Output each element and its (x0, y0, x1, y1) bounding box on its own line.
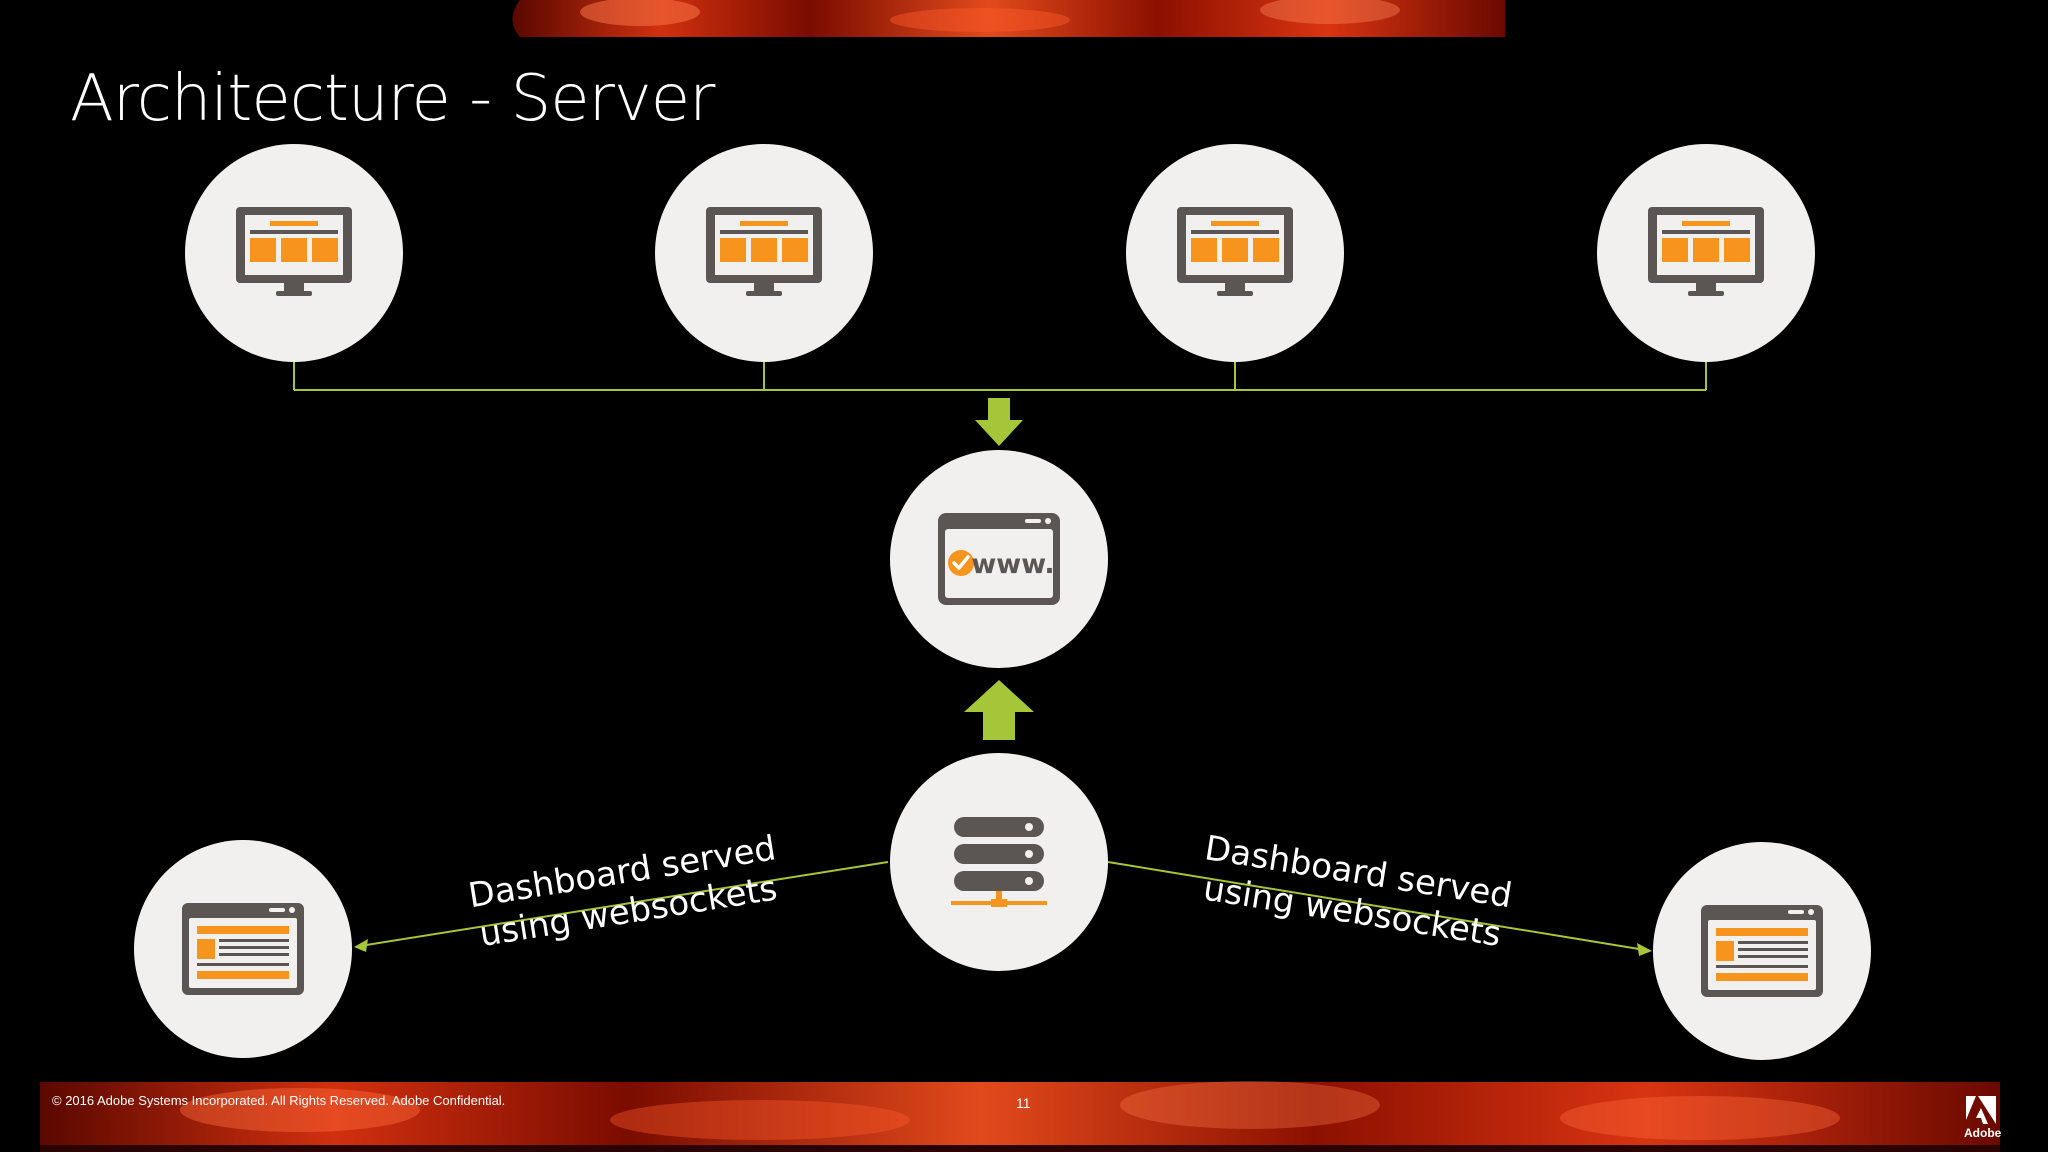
desktop-monitor-icon (706, 207, 822, 296)
footer-copyright: © 2016 Adobe Systems Incorporated. All R… (52, 1093, 506, 1108)
server-node (890, 753, 1108, 971)
clients-bus-connector (293, 352, 1707, 391)
browser-www-icon: www. (938, 513, 1060, 605)
server-stack-icon (951, 817, 1047, 907)
websocket-connector-left (354, 861, 889, 952)
client-node-1 (185, 144, 403, 362)
dashboard-window-icon (182, 903, 304, 995)
bottom-banner (40, 1081, 2000, 1152)
up-arrow (964, 680, 1034, 740)
down-arrow (975, 398, 1023, 446)
dashboard-left-node (134, 840, 352, 1058)
dashboard-right-node (1653, 842, 1871, 1060)
desktop-monitor-icon (1177, 207, 1293, 296)
dashboard-window-icon (1701, 905, 1823, 997)
adobe-wordmark: Adobe (1964, 1126, 2002, 1140)
slide-title: Architecture - Server (70, 62, 715, 136)
desktop-monitor-icon (236, 207, 352, 296)
adobe-logo (1966, 1096, 1996, 1124)
web-app-node: www. (890, 450, 1108, 668)
top-banner (512, 0, 1505, 37)
client-node-2 (655, 144, 873, 362)
desktop-monitor-icon (1648, 207, 1764, 296)
page-number: 11 (1016, 1095, 1031, 1111)
client-node-3 (1126, 144, 1344, 362)
websocket-connector-right (1107, 861, 1652, 956)
client-node-4 (1597, 144, 1815, 362)
www-text: www. (971, 549, 1054, 580)
